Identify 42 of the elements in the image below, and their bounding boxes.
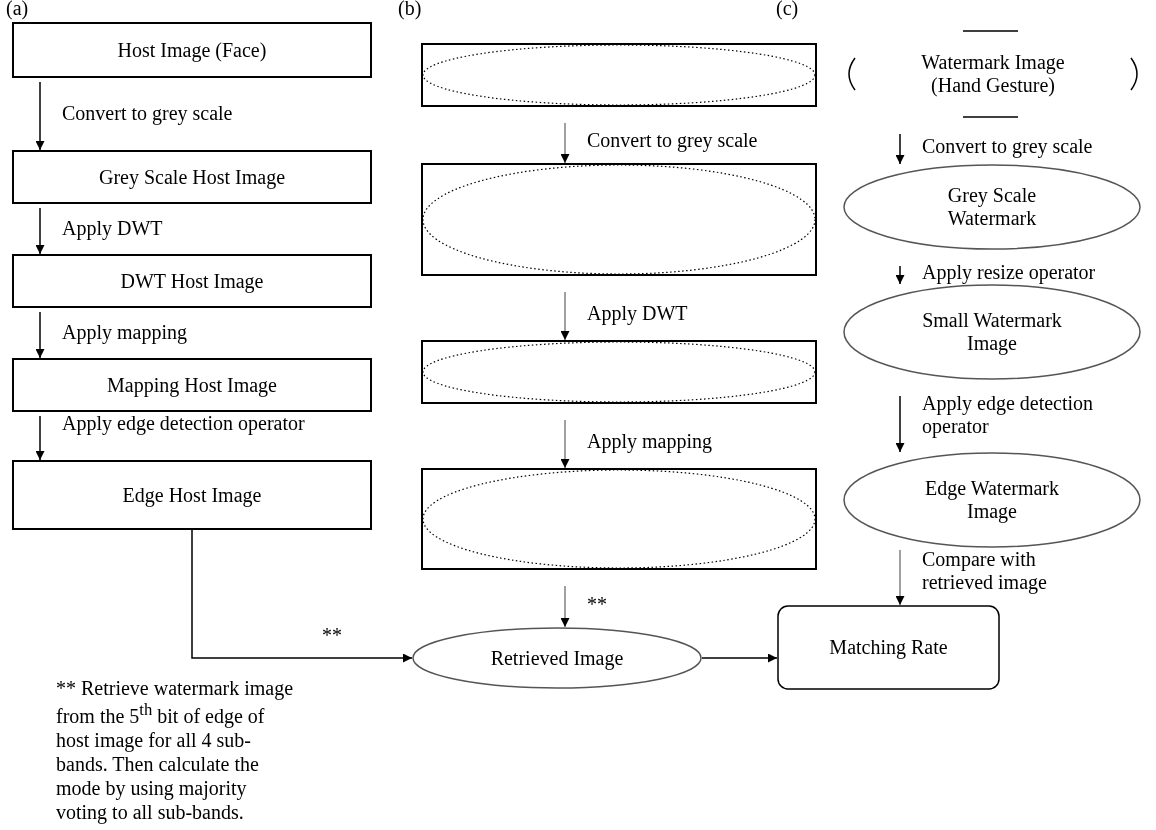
- edge-label: Convert to grey scale: [922, 135, 1093, 158]
- arrow: [895, 549, 905, 606]
- arrow: [35, 81, 45, 151]
- node-label: Retrieved Image: [490, 646, 624, 670]
- arrow: [895, 133, 905, 165]
- node-label: Host Image (Face): [117, 38, 267, 62]
- panel-letter: (c): [776, 0, 799, 20]
- edge-label: Apply edge detection operator: [922, 392, 1095, 438]
- arrow: [35, 415, 45, 461]
- panel-letter: (a): [6, 0, 29, 20]
- node-label: Edge Watermark Image: [923, 477, 1061, 523]
- arrow: [560, 419, 570, 469]
- arrow: [35, 207, 45, 255]
- arrow: [191, 529, 413, 663]
- edge-label: Apply resize operator: [922, 261, 1096, 284]
- node-label: Mapping Host Image: [107, 373, 277, 397]
- edge-label: Convert to grey scale: [62, 102, 233, 125]
- arrow: [560, 291, 570, 341]
- edge-label: **: [587, 592, 607, 616]
- edge-label: Compare with retrieved image: [922, 548, 1048, 594]
- node-label: Edge Host Image: [122, 483, 262, 507]
- edge-label: Apply mapping: [587, 430, 712, 453]
- node-label: Small Watermark Image: [921, 309, 1063, 355]
- node-label: DWT Host Image: [120, 269, 264, 293]
- arrow: [895, 265, 905, 285]
- arrow: [560, 585, 570, 628]
- footnote: ** Retrieve watermark image from the 5$^{th}$ bit of edge of host image for all 4 sub-bands. Then calculate the mode by using majority voting to all sub-bands.: [56, 676, 295, 824]
- panel-letter: (b): [398, 0, 422, 20]
- edge-label: Apply edge detection operator: [62, 412, 305, 435]
- arrow: [35, 311, 45, 359]
- arrow: [701, 653, 778, 663]
- node-label: Grey Scale Host Image: [98, 165, 285, 189]
- edge-label: Apply DWT: [587, 302, 688, 325]
- edge-label: **: [322, 624, 342, 647]
- arrow: [895, 395, 905, 453]
- arrow: [560, 122, 570, 164]
- edge-label: Convert to grey scale: [587, 129, 758, 152]
- edge-label: Apply mapping: [62, 321, 187, 344]
- node-label: Matching Rate: [829, 636, 948, 659]
- node-label: Grey Scale Watermark: [946, 184, 1038, 230]
- node-label: Watermark Image (Hand Gesture): [920, 51, 1066, 97]
- edge-label: Apply DWT: [62, 217, 163, 240]
